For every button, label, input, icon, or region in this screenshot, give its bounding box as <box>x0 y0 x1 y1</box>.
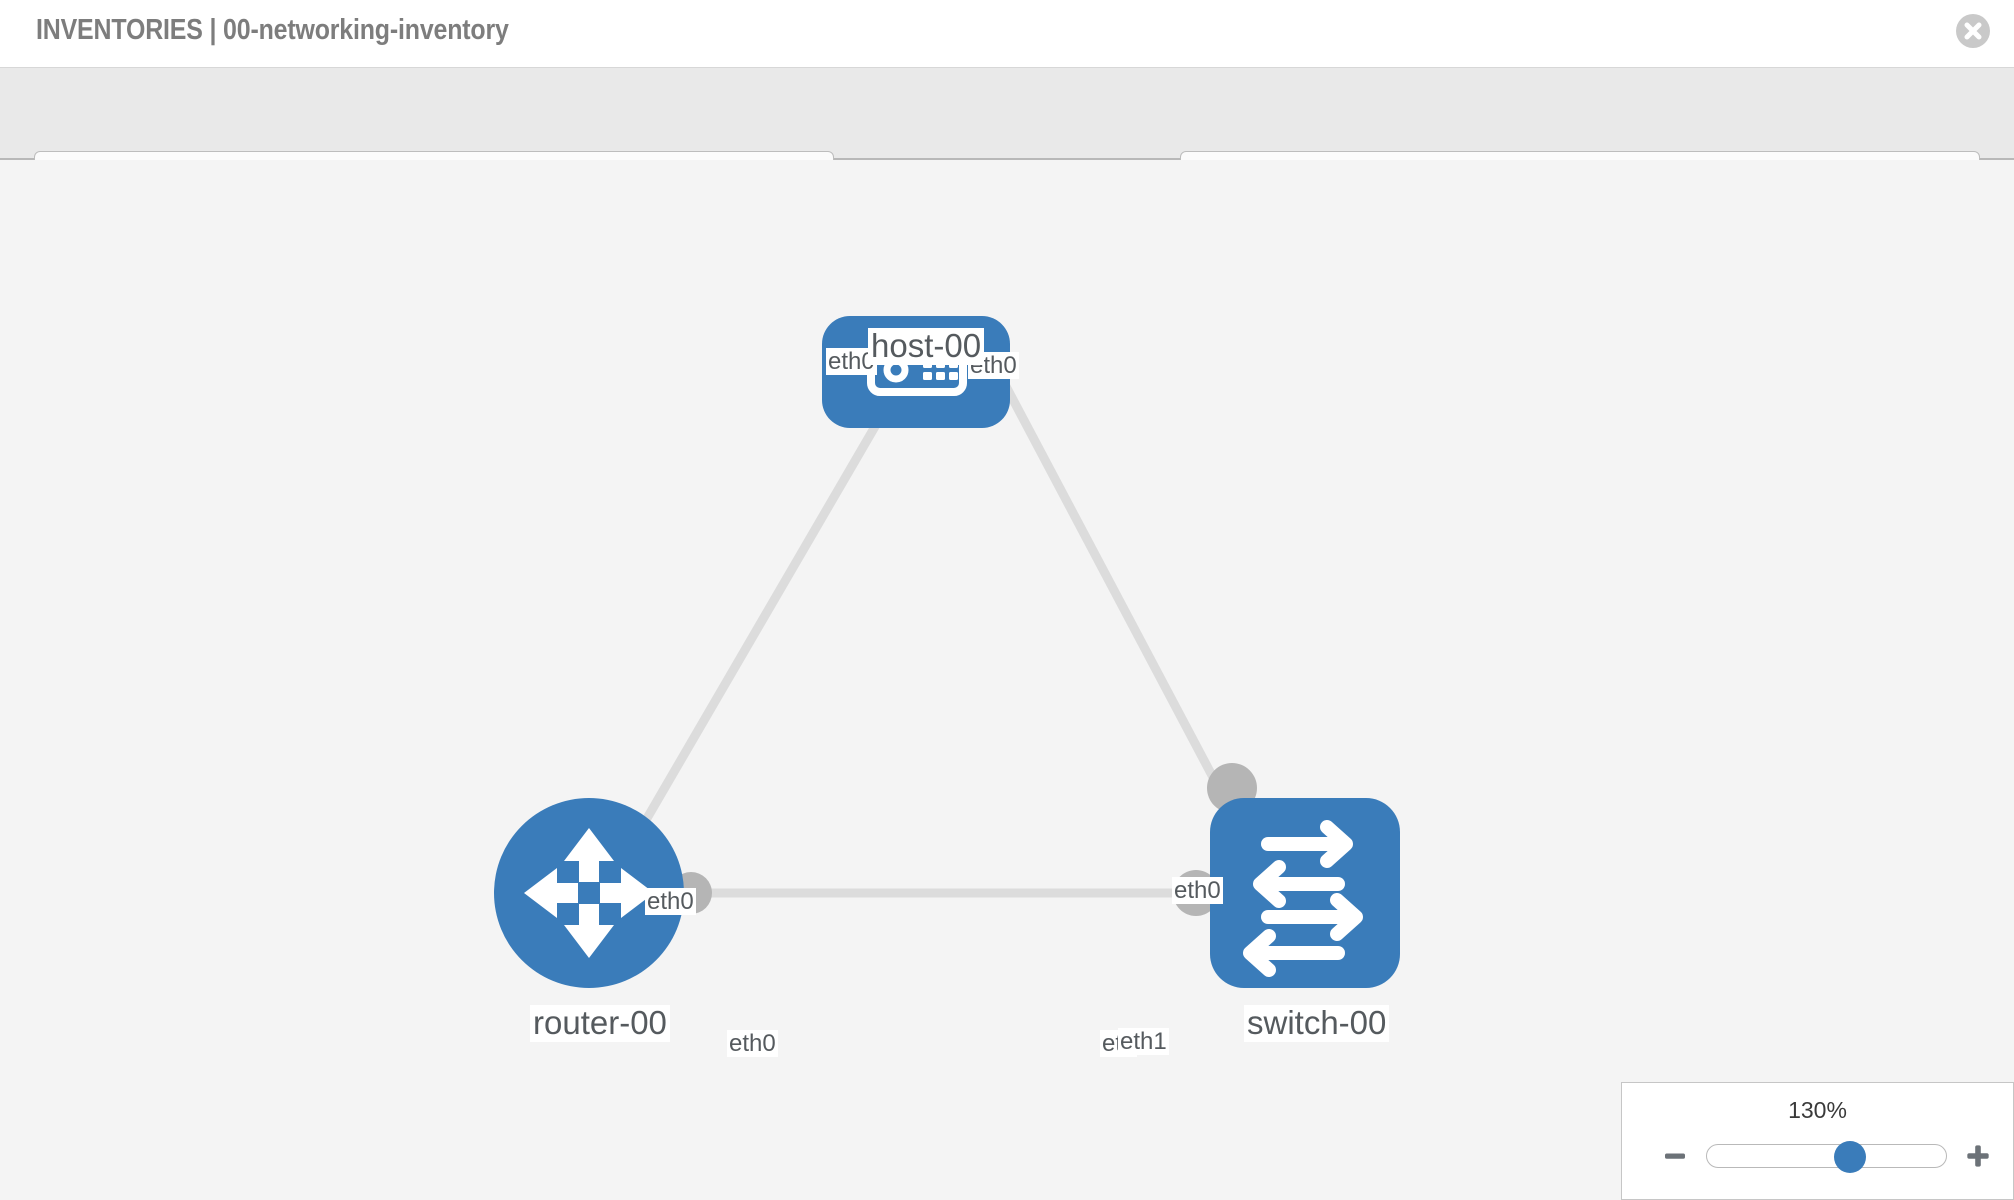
node-label-host-00: host-00 <box>868 328 985 365</box>
zoom-slider-thumb[interactable] <box>1834 1141 1867 1173</box>
topology-canvas[interactable]: eth0 host-00 eth0 eth0 eth0 eth0 eth eth… <box>0 160 2014 1200</box>
link-label-switch-port-b: eth1 <box>1118 1028 1169 1056</box>
node-label-router-00: router-00 <box>530 1005 670 1042</box>
zoom-slider-track[interactable] <box>1706 1141 1947 1173</box>
topology-graph <box>494 316 1400 988</box>
page-header: INVENTORIES | 00-networking-inventory <box>0 0 2014 68</box>
link-label-router-uplink: eth0 <box>645 888 696 916</box>
zoom-out-button[interactable] <box>1652 1135 1698 1177</box>
router-icon <box>524 828 654 958</box>
plus-icon <box>1967 1145 1989 1167</box>
edge-host-router[interactable] <box>642 372 909 823</box>
close-button[interactable] <box>1956 14 1990 48</box>
node-label-switch-00: switch-00 <box>1244 1005 1390 1042</box>
minus-icon <box>1665 1153 1685 1159</box>
zoom-control-panel: 130% <box>1621 1082 2014 1200</box>
toolbar: ACTIONS SEARCH <box>0 68 2014 206</box>
link-label-router-eth0: eth0 <box>727 1030 778 1058</box>
page-title: INVENTORIES | 00-networking-inventory <box>36 14 509 46</box>
switch-icon <box>1243 820 1363 977</box>
topology-edges <box>642 372 1229 898</box>
zoom-level-value: 130% <box>1788 1097 1847 1123</box>
edge-host-switch[interactable] <box>996 372 1229 803</box>
zoom-in-button[interactable] <box>1955 1135 2001 1177</box>
close-icon <box>1964 22 1982 40</box>
node-switch-00[interactable] <box>1210 798 1400 988</box>
node-router-00[interactable] <box>494 798 684 988</box>
link-label-switch-uplink: eth0 <box>1172 877 1223 905</box>
